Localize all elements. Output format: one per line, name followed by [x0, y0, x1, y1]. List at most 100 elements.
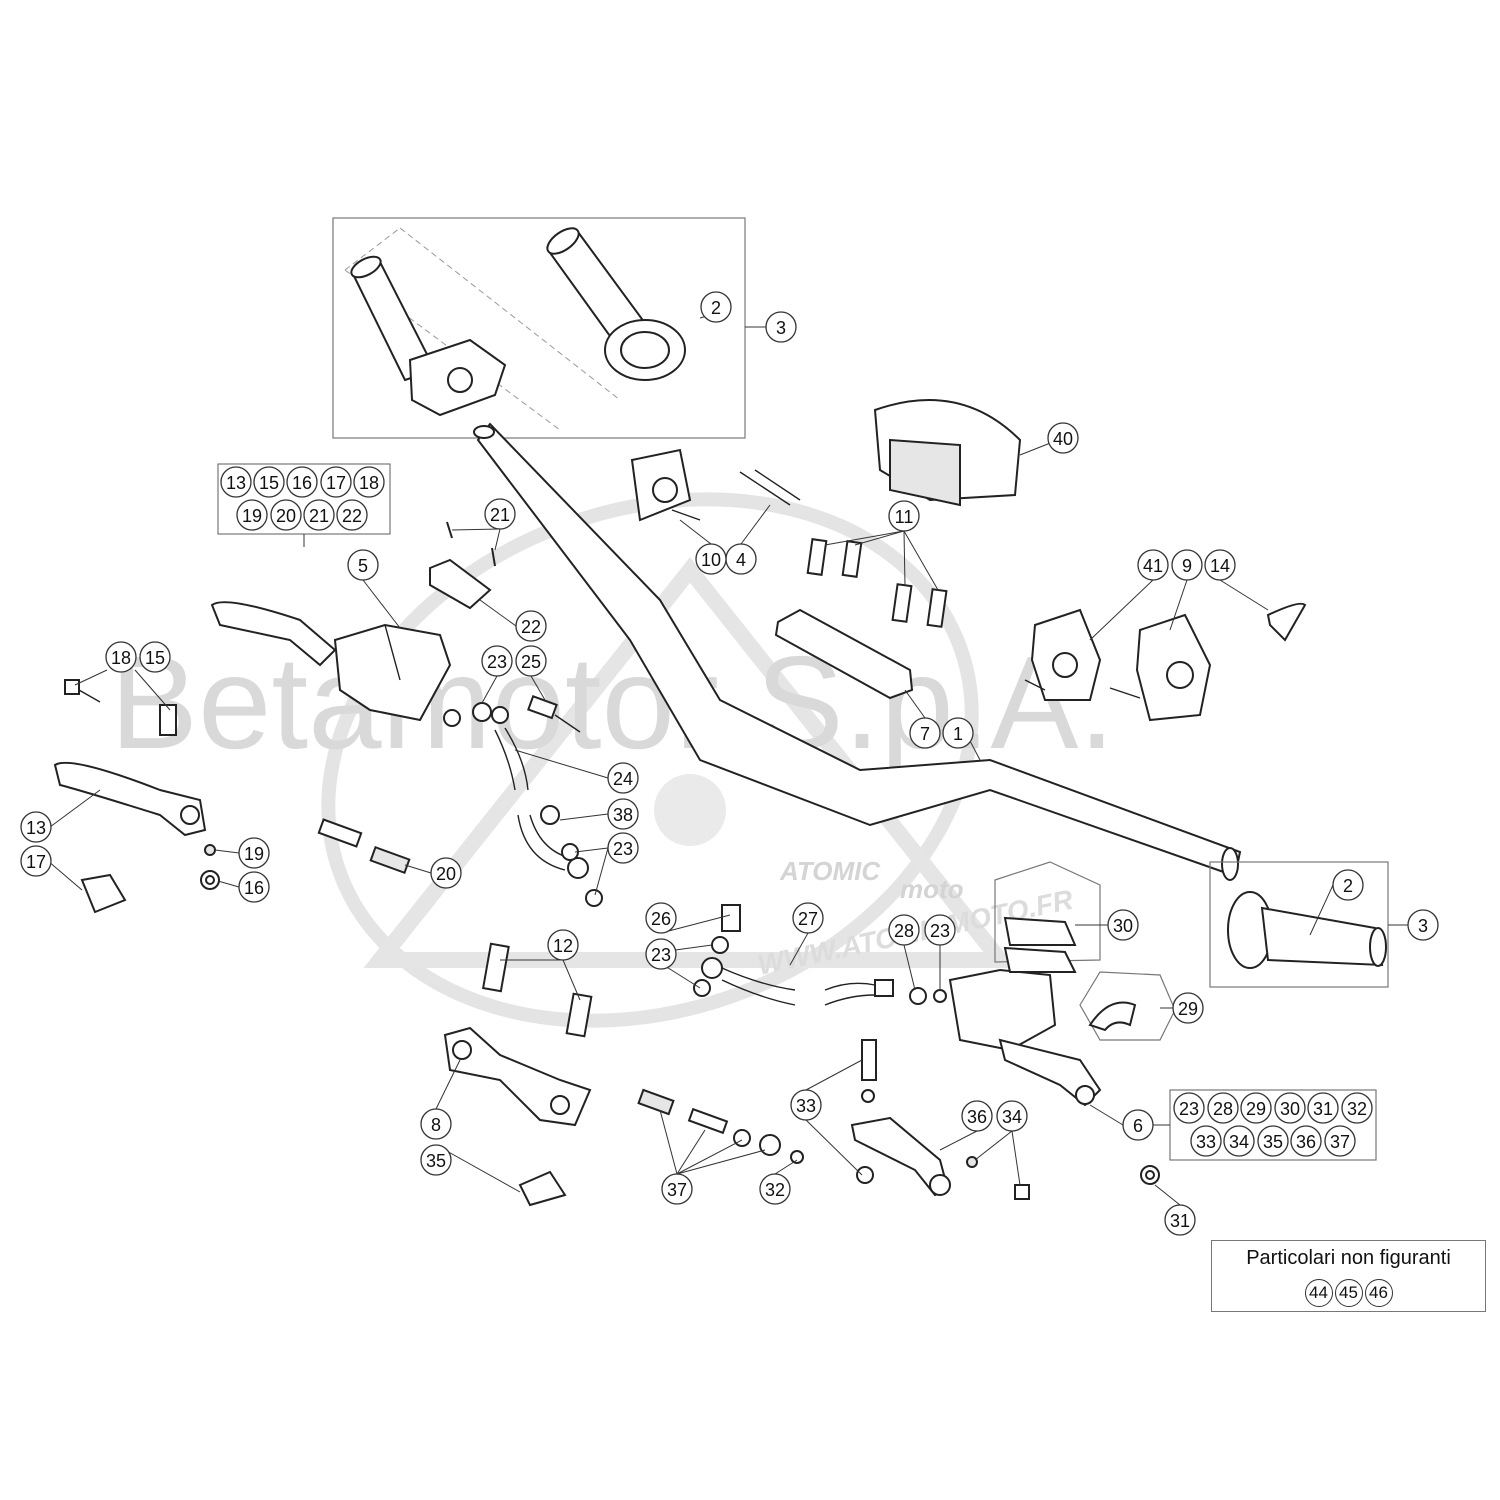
leader-line — [559, 813, 609, 821]
callout-23: 23 — [645, 938, 677, 970]
svg-text:29: 29 — [1246, 1099, 1266, 1119]
callout-23: 23 — [607, 832, 639, 864]
callout-31: 31 — [1307, 1092, 1339, 1124]
lever-bolt-part — [64, 679, 101, 703]
leader-line — [1011, 1130, 1021, 1186]
handlebar-part — [473, 422, 1242, 881]
callout-15: 15 — [139, 641, 171, 673]
leader-line — [435, 1144, 521, 1193]
svg-text:27: 27 — [798, 909, 818, 929]
callout-22: 22 — [336, 499, 368, 531]
not-shown-title: Particolari non figuranti — [1246, 1247, 1451, 1269]
svg-text:28: 28 — [894, 921, 914, 941]
leader-line — [47, 860, 83, 891]
svg-text:21: 21 — [490, 505, 510, 525]
callout-11: 11 — [888, 500, 920, 532]
svg-text:14: 14 — [1210, 556, 1230, 576]
not-shown-part-45: 45 — [1334, 1279, 1363, 1307]
callout-32: 32 — [759, 1173, 791, 1205]
svg-text:16: 16 — [244, 878, 264, 898]
svg-text:19: 19 — [242, 506, 262, 526]
svg-text:23: 23 — [930, 921, 950, 941]
leader-line — [435, 1059, 461, 1110]
leader-line — [939, 1130, 978, 1151]
leader-line — [1089, 579, 1154, 641]
svg-text:23: 23 — [1179, 1099, 1199, 1119]
svg-text:23: 23 — [487, 652, 507, 672]
svg-text:31: 31 — [1313, 1099, 1333, 1119]
watermark-text: Betamotor S.p.A. — [110, 629, 1115, 776]
svg-text:15: 15 — [145, 648, 165, 668]
svg-text:41: 41 — [1143, 556, 1163, 576]
leader-line — [74, 669, 108, 686]
svg-text:38: 38 — [613, 805, 633, 825]
leader-line — [659, 1109, 678, 1175]
callout-bubbles: 1223345678910111213141516171819202122232… — [20, 291, 1439, 1236]
brake-push-rod-part — [637, 1088, 804, 1164]
svg-text:2: 2 — [711, 298, 721, 318]
callout-19: 19 — [238, 837, 270, 869]
lower-clamp-part — [443, 1026, 592, 1127]
cap-screws-part — [446, 521, 496, 567]
leader-line — [574, 847, 609, 853]
leader-line — [903, 530, 939, 591]
leader-line — [1309, 884, 1334, 936]
master-clamp-part — [1088, 1001, 1137, 1032]
svg-text:34: 34 — [1002, 1107, 1022, 1127]
leader-line — [660, 914, 731, 934]
leader-line — [676, 1129, 706, 1175]
callout-23: 23 — [924, 914, 956, 946]
svg-text:37: 37 — [667, 1180, 687, 1200]
svg-text:21: 21 — [309, 506, 329, 526]
callout-6: 6 — [1122, 1109, 1154, 1141]
leader-line — [676, 1139, 743, 1175]
logo-subtext: moto — [900, 874, 964, 904]
callout-28: 28 — [1207, 1092, 1239, 1124]
svg-text:31: 31 — [1170, 1211, 1190, 1231]
svg-text:16: 16 — [292, 473, 312, 493]
svg-text:13: 13 — [26, 818, 46, 838]
callout-28: 28 — [888, 914, 920, 946]
callout-13: 13 — [220, 466, 252, 498]
svg-text:15: 15 — [259, 473, 279, 493]
callout-18: 18 — [105, 641, 137, 673]
leader-line — [676, 1149, 766, 1175]
svg-text:29: 29 — [1178, 999, 1198, 1019]
reservoir-cap-brake-part — [1003, 916, 1077, 973]
leader-line — [481, 675, 498, 704]
callout-35: 35 — [1257, 1125, 1289, 1157]
svg-text:13: 13 — [226, 473, 246, 493]
callout-21: 21 — [303, 499, 335, 531]
callout-36: 36 — [961, 1100, 993, 1132]
lever-cover-brake-part — [518, 1170, 567, 1207]
lower-clamp-bolts-part — [481, 942, 593, 1038]
callout-29: 29 — [1240, 1092, 1272, 1124]
leader-line — [404, 864, 432, 874]
svg-text:4: 4 — [736, 550, 746, 570]
reservoir-cap-part — [429, 558, 492, 610]
callout-3: 3 — [1407, 909, 1439, 941]
svg-text:18: 18 — [359, 473, 379, 493]
svg-text:35: 35 — [1263, 1132, 1283, 1152]
svg-text:36: 36 — [967, 1107, 987, 1127]
leader-line — [740, 504, 771, 545]
svg-text:1: 1 — [953, 724, 963, 744]
callout-20: 20 — [270, 499, 302, 531]
callout-12: 12 — [547, 929, 579, 961]
leader-line — [903, 530, 906, 586]
svg-text:30: 30 — [1280, 1099, 1300, 1119]
svg-text:3: 3 — [776, 318, 786, 338]
svg-text:22: 22 — [342, 506, 362, 526]
leader-lines — [47, 308, 1408, 1206]
wire-part — [739, 469, 801, 506]
lever-pin-part — [159, 704, 177, 736]
grip-right-part — [1227, 891, 1387, 969]
callout-38: 38 — [607, 798, 639, 830]
leader-line — [214, 849, 240, 854]
nut-part — [1140, 1165, 1160, 1185]
not-shown-part-44: 44 — [1304, 1279, 1333, 1307]
callout-33: 33 — [790, 1089, 822, 1121]
